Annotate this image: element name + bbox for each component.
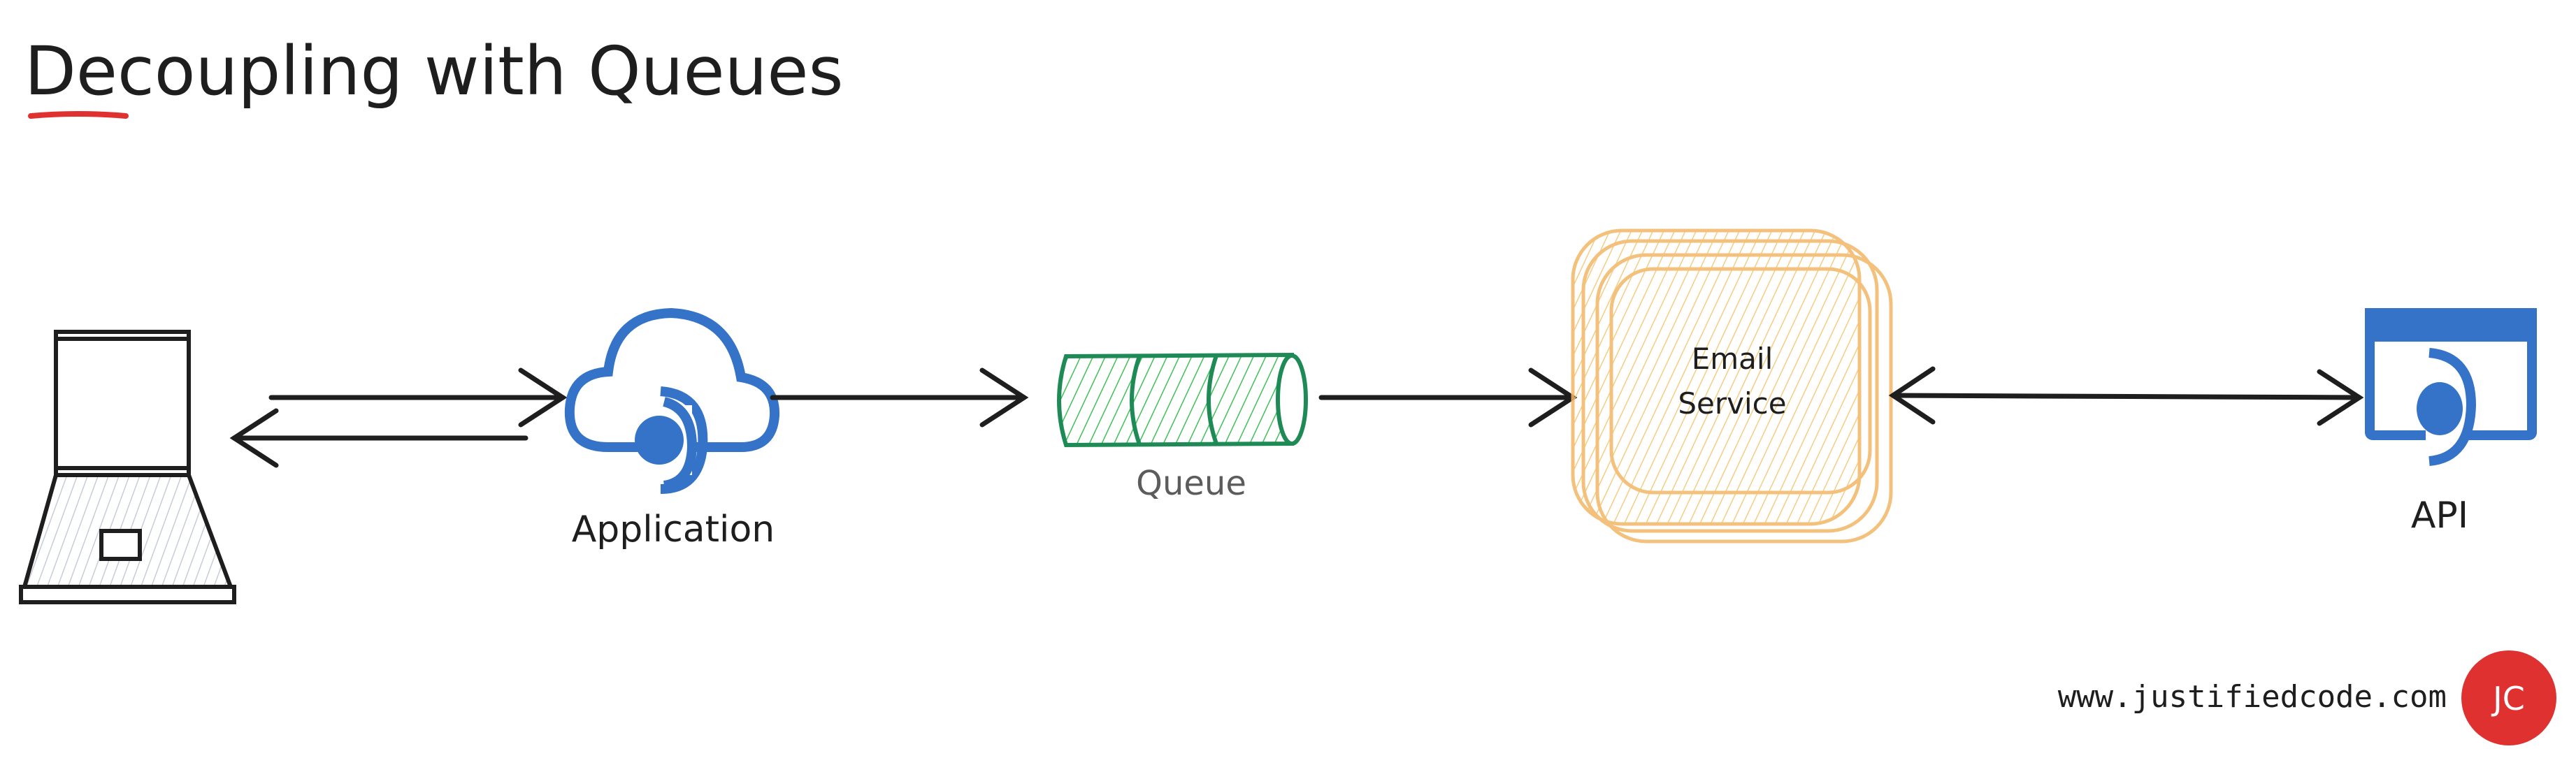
arrow-application-to-client bbox=[229, 408, 528, 468]
queue-cylinder-icon bbox=[1057, 352, 1308, 448]
application-label: Application bbox=[572, 509, 775, 551]
queue-label: Queue bbox=[1136, 464, 1246, 503]
email-service-label-line2: Service bbox=[1678, 386, 1786, 421]
arrow-queue-to-email-service bbox=[1318, 367, 1578, 428]
api-window-icon bbox=[2365, 308, 2537, 466]
footer-url[interactable]: www.justifiedcode.com bbox=[2058, 679, 2447, 715]
cloud-app-icon bbox=[564, 307, 780, 494]
jc-logo: JC bbox=[2461, 650, 2556, 745]
title-underline bbox=[28, 111, 129, 119]
laptop-icon bbox=[19, 330, 236, 604]
arrow-client-to-application bbox=[268, 367, 568, 428]
email-service-box bbox=[1571, 228, 1893, 544]
api-label: API bbox=[2411, 495, 2468, 537]
email-service-label-line1: Email bbox=[1692, 342, 1773, 376]
logo-initials: JC bbox=[2491, 680, 2525, 717]
arrow-application-to-queue bbox=[770, 367, 1029, 428]
arrow-email-service-api-bidirectional bbox=[1888, 366, 2364, 426]
diagram-title: Decoupling with Queues bbox=[24, 32, 844, 110]
